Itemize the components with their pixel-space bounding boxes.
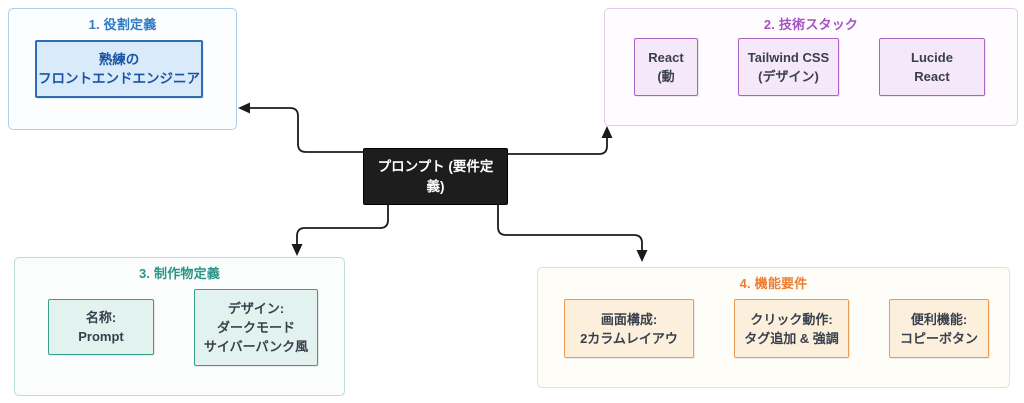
group-deliverable-title: 3. 制作物定義 [138,266,221,281]
node-screen-layout: 画面構成: 2カラムレイアウ [564,299,694,358]
node-line: ダークモード [216,320,295,335]
node-line: 義) [426,178,445,194]
node-copy-button: 便利機能: コピーボタン [889,299,989,358]
node-line: (デザイン) [758,69,819,84]
node-line: Tailwind CSS [747,50,830,65]
group-role-definition: 1. 役割定義 熟練の フロントエンドエンジニア [8,8,237,130]
arrowhead-up-icon [601,126,613,138]
arrow-center-to-tech [507,137,608,155]
node-react: React (動 [634,38,698,96]
node-line: コピーボタン [899,330,978,346]
group-tech-title: 2. 技術スタック [763,17,859,32]
node-line: フロントエンドエンジニア [38,71,200,86]
node-line: 名称: [85,310,117,325]
node-name-prompt: 名称: Prompt [48,299,154,355]
arrowhead-down-icon [291,244,303,256]
node-line: React [648,50,684,65]
node-click-action: クリック動作: タグ追加 & 強調 [734,299,849,358]
node-line: 熟練の [98,52,140,67]
group-role-title: 1. 役割定義 [88,17,157,32]
group-deliverable-definition: 3. 制作物定義 名称: Prompt デザイン: ダークモード サイバーパンク… [14,257,345,396]
group-tech-stack: 2. 技術スタック React (動 Tailwind CSS (デザイン) L… [604,8,1018,126]
arrow-center-to-features [497,204,643,251]
node-line: 2カラムレイアウ [580,330,678,346]
node-line: デザイン: [227,301,285,316]
node-line: プロンプト (要件定 [377,158,494,174]
node-prompt-center: プロンプト (要件定 義) [363,148,508,205]
node-line: タグ追加 & 強調 [744,330,839,346]
node-line: 画面構成: [600,311,658,327]
group-functional-requirements: 4. 機能要件 画面構成: 2カラムレイアウ クリック動作: タグ追加 & 強調… [537,267,1010,388]
node-line: Prompt [78,329,124,344]
arrowhead-left-icon [238,102,250,114]
node-line: React [914,69,950,84]
node-line: (動 [657,69,675,84]
group-features-title: 4. 機能要件 [739,276,808,291]
node-line: サイバーパンク風 [203,339,309,354]
arrow-center-to-role [249,107,364,153]
node-lucide-react: Lucide React [879,38,985,96]
node-tailwind-css: Tailwind CSS (デザイン) [738,38,839,96]
arrow-center-to-deliverable [296,204,389,245]
node-role-engineer: 熟練の フロントエンドエンジニア [35,40,203,98]
node-line: Lucide [911,50,953,65]
node-design-darkmode: デザイン: ダークモード サイバーパンク風 [194,289,318,366]
node-line: 便利機能: [910,311,968,327]
arrowhead-down-icon [636,250,648,262]
node-line: クリック動作: [750,311,833,327]
